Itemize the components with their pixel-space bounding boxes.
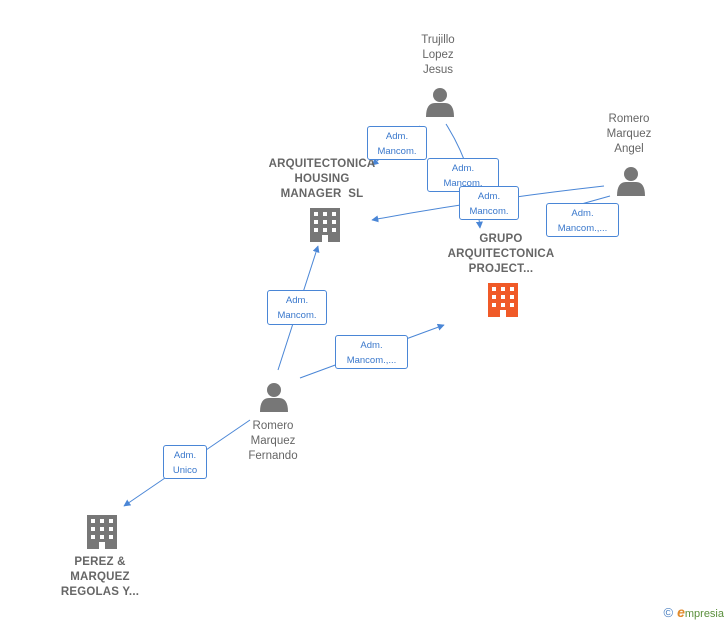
node-label-line: PROJECT... (468, 263, 534, 275)
node-label-line: ARQUITECTONICA (447, 248, 555, 260)
node-label-line: Romero (608, 113, 650, 125)
edge-label-angel-grupo[interactable]: Adm. Mancom.,... (546, 203, 619, 237)
edge-label-line: Mancom.,... (346, 355, 397, 366)
node-label-line: Marquez (606, 128, 652, 140)
copyright-icon: © (663, 605, 674, 620)
node-label-grupo[interactable]: GRUPO ARQUITECTONICA PROJECT... (440, 232, 562, 277)
edge-label-line: Adm. (385, 131, 409, 142)
building-icon[interactable] (87, 515, 117, 549)
node-label-line: Angel (614, 143, 644, 155)
edge-label-line: Mancom. (277, 310, 317, 321)
building-icon[interactable] (488, 283, 518, 317)
person-icon[interactable] (260, 383, 288, 412)
brand-logo-initial: e (677, 604, 685, 620)
edge-label-line: Adm. (360, 340, 383, 351)
node-label-line: Jesus (422, 64, 454, 76)
node-label-line: Lopez (422, 49, 454, 61)
edge-label-line: Unico (172, 465, 198, 476)
node-label-romero-angel[interactable]: Romero Marquez Angel (588, 112, 670, 157)
edge-label-fernando-arq-housing[interactable]: Adm. Mancom. (267, 290, 327, 325)
node-label-arq-housing[interactable]: ARQUITECTONICA HOUSING MANAGER SL (262, 157, 382, 202)
edge-label-line: Mancom. (469, 206, 509, 217)
edge-label-line: Mancom. (443, 178, 483, 189)
edge-label-fernando-grupo[interactable]: Adm. Mancom.,... (335, 335, 408, 369)
edge-label-line: Adm. (173, 450, 197, 461)
person-icon[interactable] (426, 88, 454, 117)
node-label-line: MARQUEZ (70, 571, 130, 583)
node-label-trujillo[interactable]: Trujillo Lopez Jesus (398, 33, 478, 78)
node-label-line: ARQUITECTONICA (268, 158, 376, 170)
edge-label-line: Adm. (451, 163, 475, 174)
node-label-line: GRUPO (479, 233, 523, 245)
brand-logo-text: mpresia (684, 608, 724, 620)
edge-label-line: Mancom.,... (557, 223, 608, 234)
node-label-line: Trujillo (421, 34, 455, 46)
edge-label-line: Adm. (571, 208, 594, 219)
edge-label-trujillo-arq-housing[interactable]: Adm. Mancom. (367, 126, 427, 160)
node-label-line: MANAGER SL (280, 188, 364, 200)
edge-label-angel-arq-housing[interactable]: Adm. Mancom. (459, 186, 519, 220)
node-label-line: PEREZ & (74, 556, 126, 568)
node-label-line: Romero (252, 420, 294, 432)
person-icon[interactable] (617, 167, 645, 196)
node-label-line: HOUSING (294, 173, 350, 185)
node-label-line: Fernando (248, 450, 298, 462)
edge-label-line: Adm. (285, 295, 309, 306)
brand-footer: ©empresia (663, 604, 724, 620)
node-label-line: Marquez (250, 435, 296, 447)
edge-label-line: Mancom. (377, 146, 417, 157)
node-label-romero-fernando[interactable]: Romero Marquez Fernando (232, 419, 314, 464)
edge-label-line: Adm. (477, 191, 501, 202)
node-label-perez[interactable]: PEREZ & MARQUEZ REGOLAS Y... (52, 555, 148, 600)
building-icon[interactable] (310, 208, 340, 242)
edge-label-fernando-perez[interactable]: Adm. Unico (163, 445, 207, 479)
node-label-line: REGOLAS Y... (60, 586, 140, 598)
